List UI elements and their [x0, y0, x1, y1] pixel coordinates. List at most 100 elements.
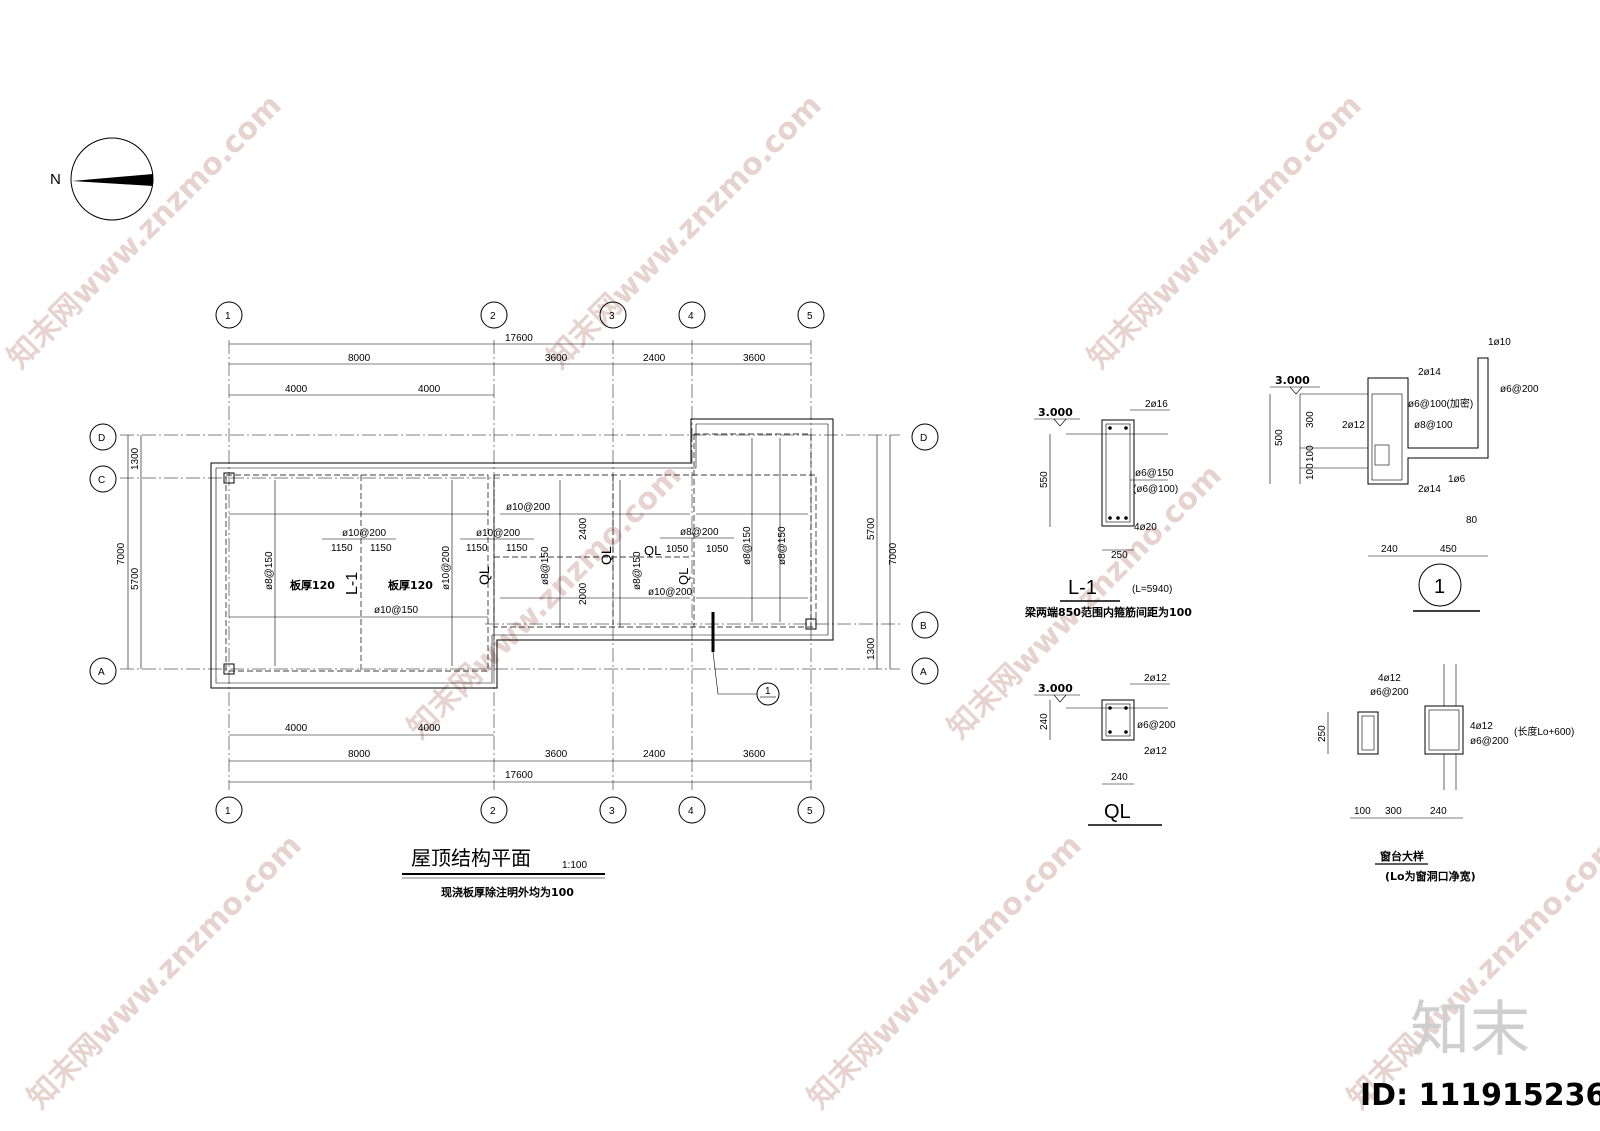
rebar-label: ø10@200	[441, 545, 452, 590]
dim-bottom-sub: 4000	[285, 723, 308, 734]
dim-left: 5700	[130, 567, 141, 590]
watermark: 知末网www.znzmo.com	[1, 88, 289, 376]
dim-left: 1300	[130, 447, 141, 470]
rebar-label: 1ø10	[1488, 337, 1511, 348]
rebar-label: ø6@100(加密)	[1408, 397, 1473, 410]
rebar-label: ø6@150	[1135, 468, 1174, 479]
rebar-label: ø6@200	[1137, 720, 1176, 731]
dim-height: 250	[1317, 725, 1328, 742]
roof-plan: 1 17600 8000 3600 2400 3600 4000 4000 40…	[89, 301, 939, 899]
axis-label: 4	[688, 806, 694, 817]
dim-right: 7000	[888, 542, 899, 565]
axis-label: D	[920, 433, 927, 444]
dim-bottom: 3600	[743, 749, 766, 760]
dim-bottom: 8000	[348, 749, 371, 760]
rebar-label: ø6@200	[1370, 687, 1409, 698]
slab-thickness: 板厚120	[388, 578, 433, 592]
axis-label: A	[920, 667, 927, 678]
rebar-label: 2ø12	[1144, 746, 1167, 757]
axis-label: 2	[490, 806, 496, 817]
dim-label: 2400	[578, 517, 589, 540]
rebar-label: 1ø6	[1448, 474, 1466, 485]
rebar-label: ø8@150	[540, 546, 551, 585]
dim-right: 1300	[866, 637, 877, 660]
dim-height: 300	[1305, 411, 1316, 428]
axis-label: B	[920, 621, 927, 632]
dim-height: 240	[1039, 713, 1050, 730]
rebar-label: ø10@200	[506, 502, 551, 513]
rebar-label: ø10@150	[374, 605, 419, 616]
brand-logo: 知末	[1410, 995, 1530, 1065]
axis-label: 1	[225, 806, 231, 817]
section-length: (L=5940)	[1132, 584, 1172, 595]
dim-bottom: 3600	[545, 749, 568, 760]
beam-label: QL	[644, 543, 661, 558]
slab-thickness: 板厚120	[290, 578, 335, 592]
detail-note: (Lo为窗洞口净宽)	[1385, 869, 1476, 883]
rebar-label: 2ø14	[1418, 367, 1441, 378]
watermark: 知末网www.znzmo.com	[1081, 88, 1369, 376]
dim-label: 2000	[578, 582, 589, 605]
rebar-label: ø6@200	[1500, 384, 1539, 395]
axis-label: 1	[225, 311, 231, 322]
watermark: 知末网www.znzmo.com	[541, 88, 829, 376]
dim-total-top: 17600	[505, 333, 533, 344]
elevation: 3.000	[1038, 406, 1073, 419]
beam-label: QL	[676, 568, 691, 585]
rebar-label: 2ø14	[1418, 484, 1441, 495]
rebar-label: 4ø12	[1470, 721, 1493, 732]
axis-label: 3	[609, 311, 615, 322]
section-note: 梁两端850范围内箍筋间距为100	[1024, 605, 1192, 619]
beam-label: QL	[476, 566, 492, 585]
rebar-label: ø8@150	[264, 551, 275, 590]
section-title: L-1	[1068, 577, 1097, 599]
plan-note: 现浇板厚除注明外均为100	[441, 885, 574, 899]
rebar-label: ø8@150	[777, 526, 788, 565]
section-mark: 1	[765, 686, 771, 697]
beam-label: QL	[598, 546, 614, 565]
dim-width: 300	[1385, 806, 1402, 817]
watermark: 知末网www.znzmo.com	[801, 828, 1089, 1116]
axis-label: 5	[807, 806, 813, 817]
axis-label: 3	[609, 806, 615, 817]
rebar-label: ø10@200	[648, 587, 693, 598]
elevation: 3.000	[1275, 374, 1310, 387]
dim-left: 7000	[116, 542, 127, 565]
dim-total-bottom: 17600	[505, 770, 533, 781]
rebar-label: 2ø12	[1144, 673, 1167, 684]
dim-label: 1150	[506, 543, 528, 554]
watermark: 知末网www.znzmo.com	[21, 828, 309, 1116]
axis-label: C	[98, 475, 105, 486]
axis-label: 2	[490, 311, 496, 322]
plan-title: 屋顶结构平面	[411, 847, 531, 870]
dim-height: 100	[1305, 445, 1316, 462]
section-ql: 3.000 240 240 2ø12 ø6@200 2ø12 QL	[1034, 673, 1176, 826]
rebar-label: 4ø20	[1134, 522, 1157, 533]
rebar-label: ø10@200	[342, 528, 387, 539]
watermarks: 知末网www.znzmo.com 知末网www.znzmo.com 知末网www…	[1, 88, 1600, 1116]
rebar-label: ø8@100	[1414, 420, 1453, 431]
dim-top: 3600	[545, 353, 568, 364]
detail-title: 窗台大样	[1380, 849, 1424, 863]
dim-height: 500	[1274, 429, 1285, 446]
dim-bottom: 2400	[643, 749, 666, 760]
rebar-label: ø8@150	[742, 526, 753, 565]
section-1: 3.000 300 500 100 100 1ø10 2ø14 ø6@200 ø…	[1269, 337, 1539, 612]
axis-label: D	[98, 433, 105, 444]
dim-label: 80	[1466, 515, 1478, 526]
dim-height: 550	[1039, 471, 1050, 488]
window-sill-detail: 250 4ø12 ø6@200 4ø12 ø6@200 (长度Lo+600) 1…	[1317, 664, 1574, 883]
beam-label: L-1	[344, 572, 361, 595]
length-note: (长度Lo+600)	[1514, 725, 1574, 738]
dim-width: 240	[1111, 772, 1128, 783]
rebar-label: ø10@200	[476, 528, 521, 539]
dim-top: 2400	[643, 353, 666, 364]
section-mark: 1	[1434, 576, 1445, 598]
rebar-label: (ø6@100)	[1133, 484, 1178, 495]
axis-bubbles: 1 2 3 4 5 1 2 3 4 5 D C A D B A	[89, 301, 939, 824]
dim-width: 100	[1354, 806, 1371, 817]
rebar-label: 2ø16	[1145, 399, 1168, 410]
dim-label: 1050	[666, 544, 689, 555]
